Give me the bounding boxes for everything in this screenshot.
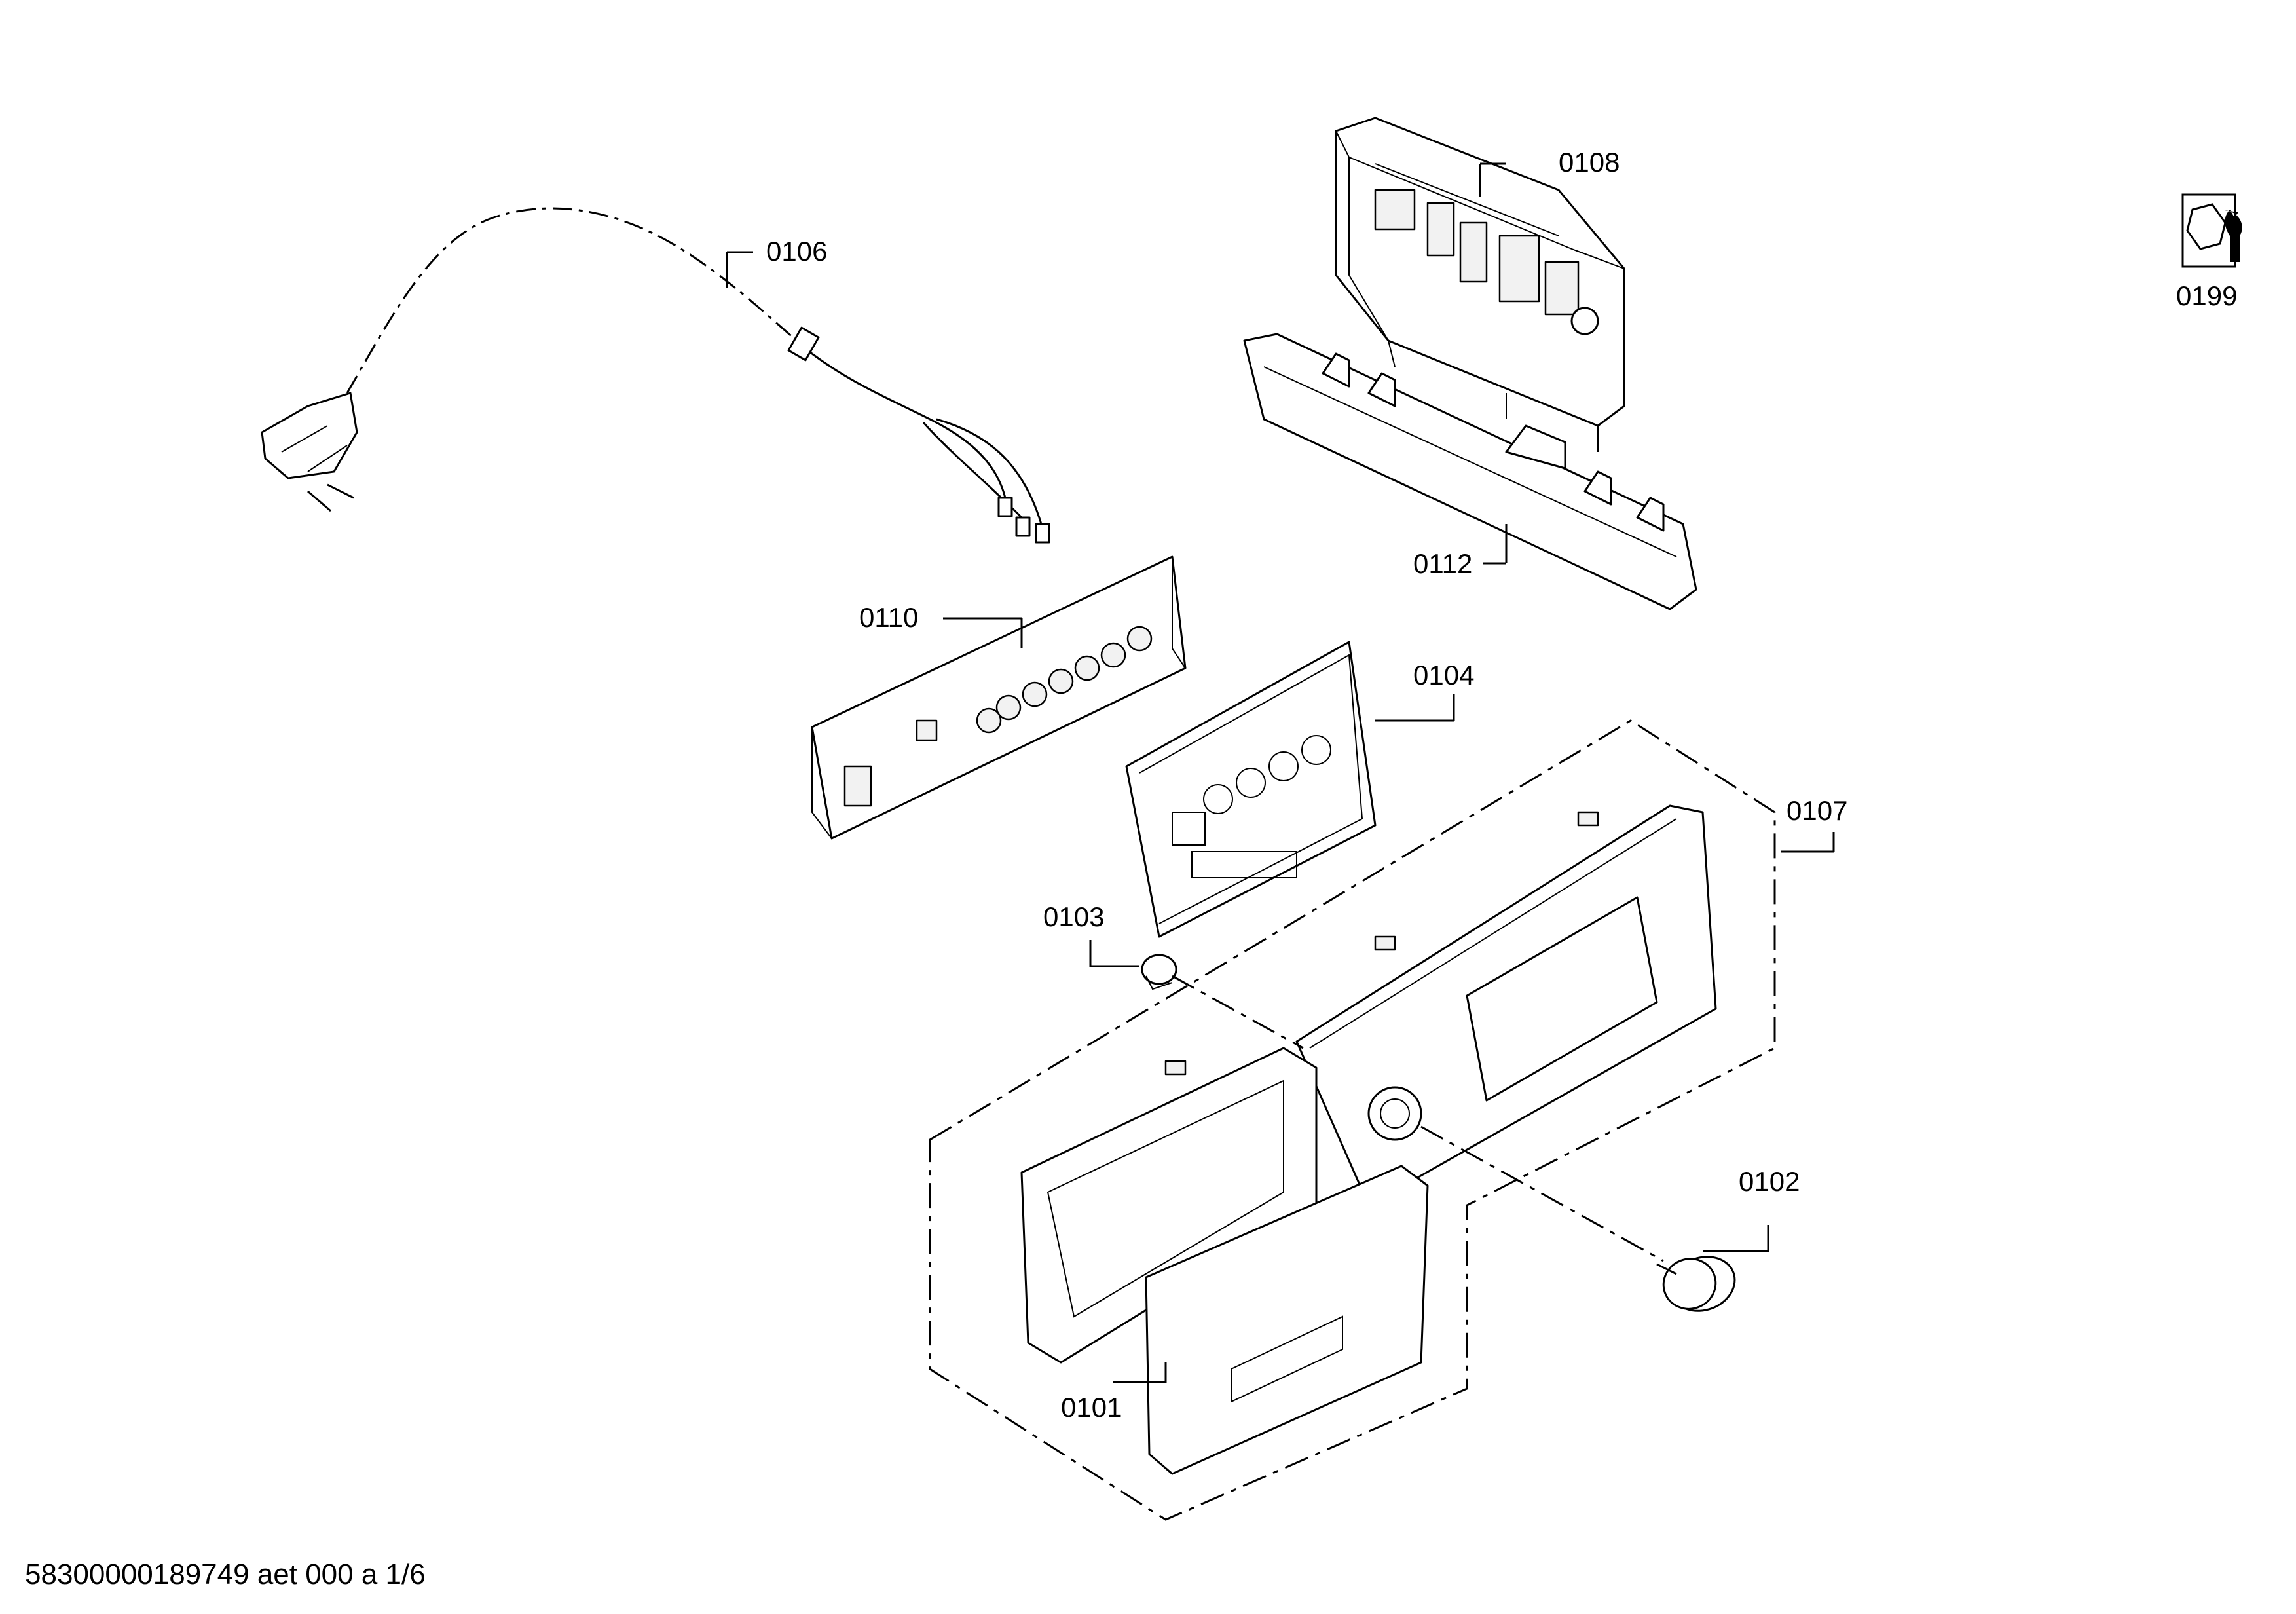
label-0103: 0103 — [1043, 901, 1104, 932]
wrench-icon[interactable] — [2181, 193, 2242, 268]
part-0103-cap[interactable] — [1141, 954, 1177, 990]
label-0108: 0108 — [1559, 147, 1620, 178]
label-0112: 0112 — [1413, 548, 1472, 579]
assembly-outline-0107 — [929, 719, 1776, 1521]
part-0112-holder-bracket[interactable] — [1243, 333, 1697, 610]
part-0110-control-pcb[interactable] — [811, 555, 1187, 840]
part-0104-display-frame[interactable] — [1125, 641, 1377, 938]
part-0102-knob[interactable] — [1656, 1248, 1742, 1319]
label-0104: 0104 — [1413, 660, 1474, 690]
label-0102: 0102 — [1739, 1166, 1800, 1197]
part-0101-dispenser-drawer[interactable] — [1020, 1047, 1429, 1475]
label-0107: 0107 — [1787, 795, 1847, 826]
footer-document-code: 58300000189749 aet 000 a 1/6 — [25, 1558, 426, 1590]
label-0110: 0110 — [859, 602, 918, 633]
label-0101: 0101 — [1061, 1392, 1122, 1423]
part-0107-control-panel[interactable] — [1164, 804, 1717, 1207]
part-0106-power-cord[interactable] — [261, 207, 1050, 544]
label-0199: 0199 — [2176, 280, 2237, 311]
part-0108-electronic-module[interactable] — [1335, 117, 1625, 452]
label-0106: 0106 — [766, 236, 827, 267]
